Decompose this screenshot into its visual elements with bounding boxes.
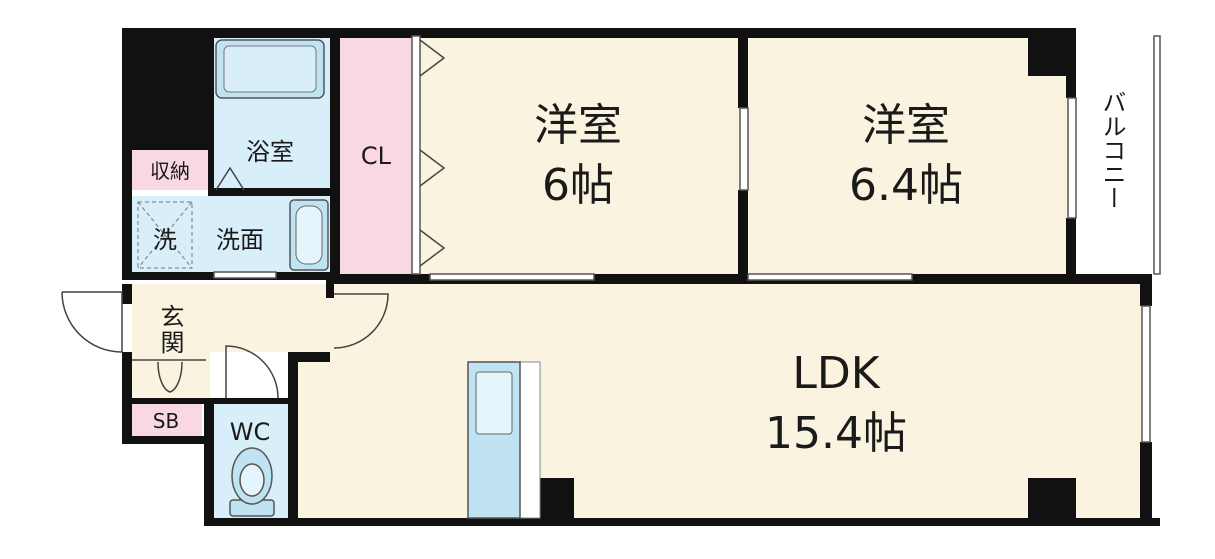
ldk-floor [298,284,1150,518]
toilet-label: WC [230,418,271,446]
balcony-label: バルコニー [1098,90,1126,210]
closet-folding-door [419,39,446,267]
toilet-fixture [229,447,275,517]
western-room-2-floor [748,36,1068,274]
western-room-1-size: 6帖 [542,160,614,211]
ldk-name: LDK [792,348,880,399]
bathtub [215,39,325,99]
shoe-box-floor [132,404,202,438]
western-room-2-name: 洋室 [862,100,950,151]
shoe-box-label: SB [153,409,179,433]
door-swings [61,166,389,399]
washing-machine-area [137,201,193,269]
western-room-2-size: 6.4帖 [849,160,963,211]
entrance-label: 玄関 [156,304,184,356]
balcony-floor [1076,36,1154,274]
western-room-1-floor [420,36,740,274]
ldk-entry-floor [210,284,330,352]
washroom-label: 洗面 [216,226,264,254]
closet-label: CL [361,142,392,170]
washer-label: 洗 [153,226,177,254]
bathroom-label: 浴室 [246,138,294,166]
storage-label: 収納 [150,159,190,183]
closet-floor [340,36,412,274]
washbasin [289,199,329,271]
ldk-size: 15.4帖 [765,408,907,459]
storage-floor [132,150,208,190]
entrance-floor [132,284,210,398]
western-room-1-name: 洋室 [534,100,622,151]
windows [739,35,1161,443]
sliding-doors [213,35,913,281]
kitchen-counter [467,361,541,519]
